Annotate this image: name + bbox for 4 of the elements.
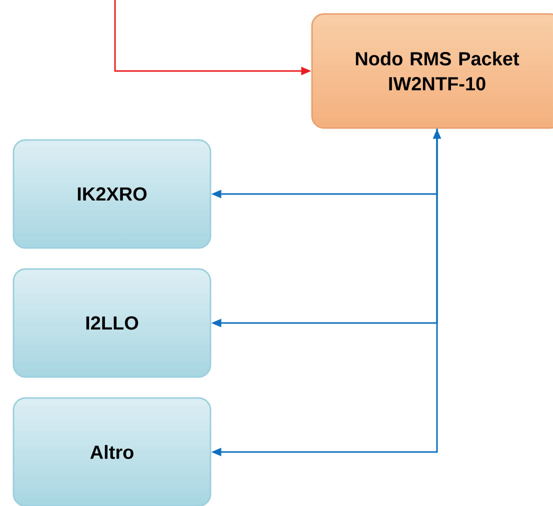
process-box: I2LLO (12, 268, 212, 378)
process-box: Altro (12, 397, 212, 506)
process-box: IK2XRO (12, 139, 212, 249)
process-box: Nodo RMS Packet IW2NTF-10 (311, 13, 553, 129)
